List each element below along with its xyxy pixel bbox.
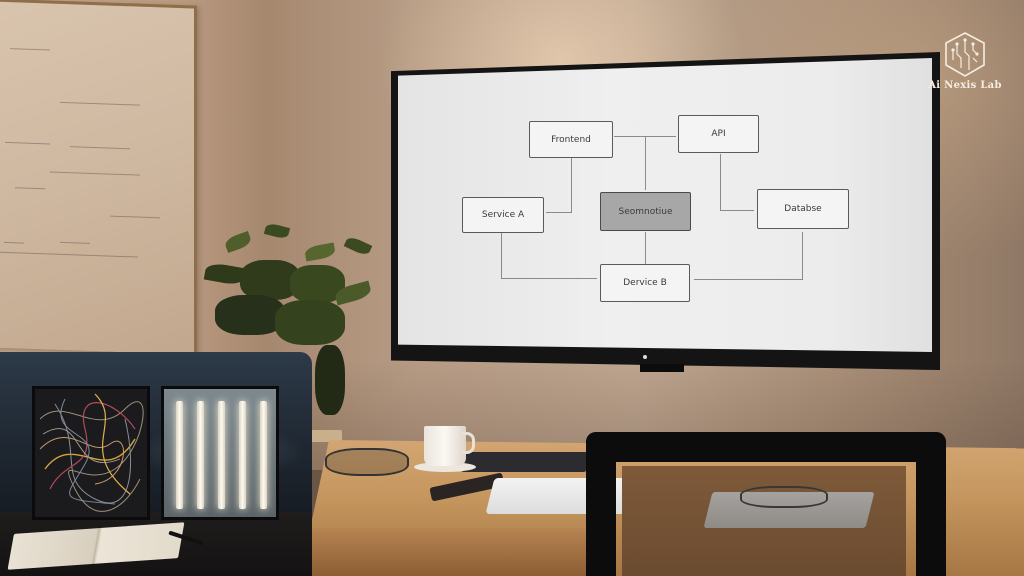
- eyeglasses-on-laptop: [740, 486, 828, 508]
- circuit-hexagon-icon: [945, 32, 985, 77]
- brand-name: Ai Nexis Lab: [928, 80, 1002, 91]
- tangled-wires-frame: [32, 386, 150, 520]
- diagram-node-database: Databse: [757, 189, 849, 229]
- saucer: [414, 462, 476, 472]
- diagram-node-service-a: Service A: [462, 197, 544, 233]
- plant-pot: [310, 430, 342, 442]
- brand-logo: [930, 30, 1000, 96]
- whiteboard: [0, 0, 197, 355]
- potted-plant: [195, 222, 385, 435]
- mug-handle: [462, 432, 475, 454]
- diagram-node-api: API: [678, 115, 759, 153]
- light-bars-frame: [161, 386, 279, 520]
- desk-edge: [300, 528, 610, 576]
- keyboard: [460, 452, 590, 472]
- coffee-mug: [424, 426, 466, 466]
- diagram-node-frontend: Frontend: [529, 121, 613, 158]
- inset-photo: [0, 352, 312, 576]
- diagram-node-center: Seomnotiue: [600, 192, 691, 231]
- eyeglasses: [325, 448, 409, 476]
- tangled-wires-icon: [39, 393, 144, 512]
- power-led-icon: [643, 355, 647, 359]
- chair-frame: [586, 432, 946, 576]
- diagram-node-device-b: Dervice B: [600, 264, 690, 302]
- monitor-bracket: [640, 364, 684, 372]
